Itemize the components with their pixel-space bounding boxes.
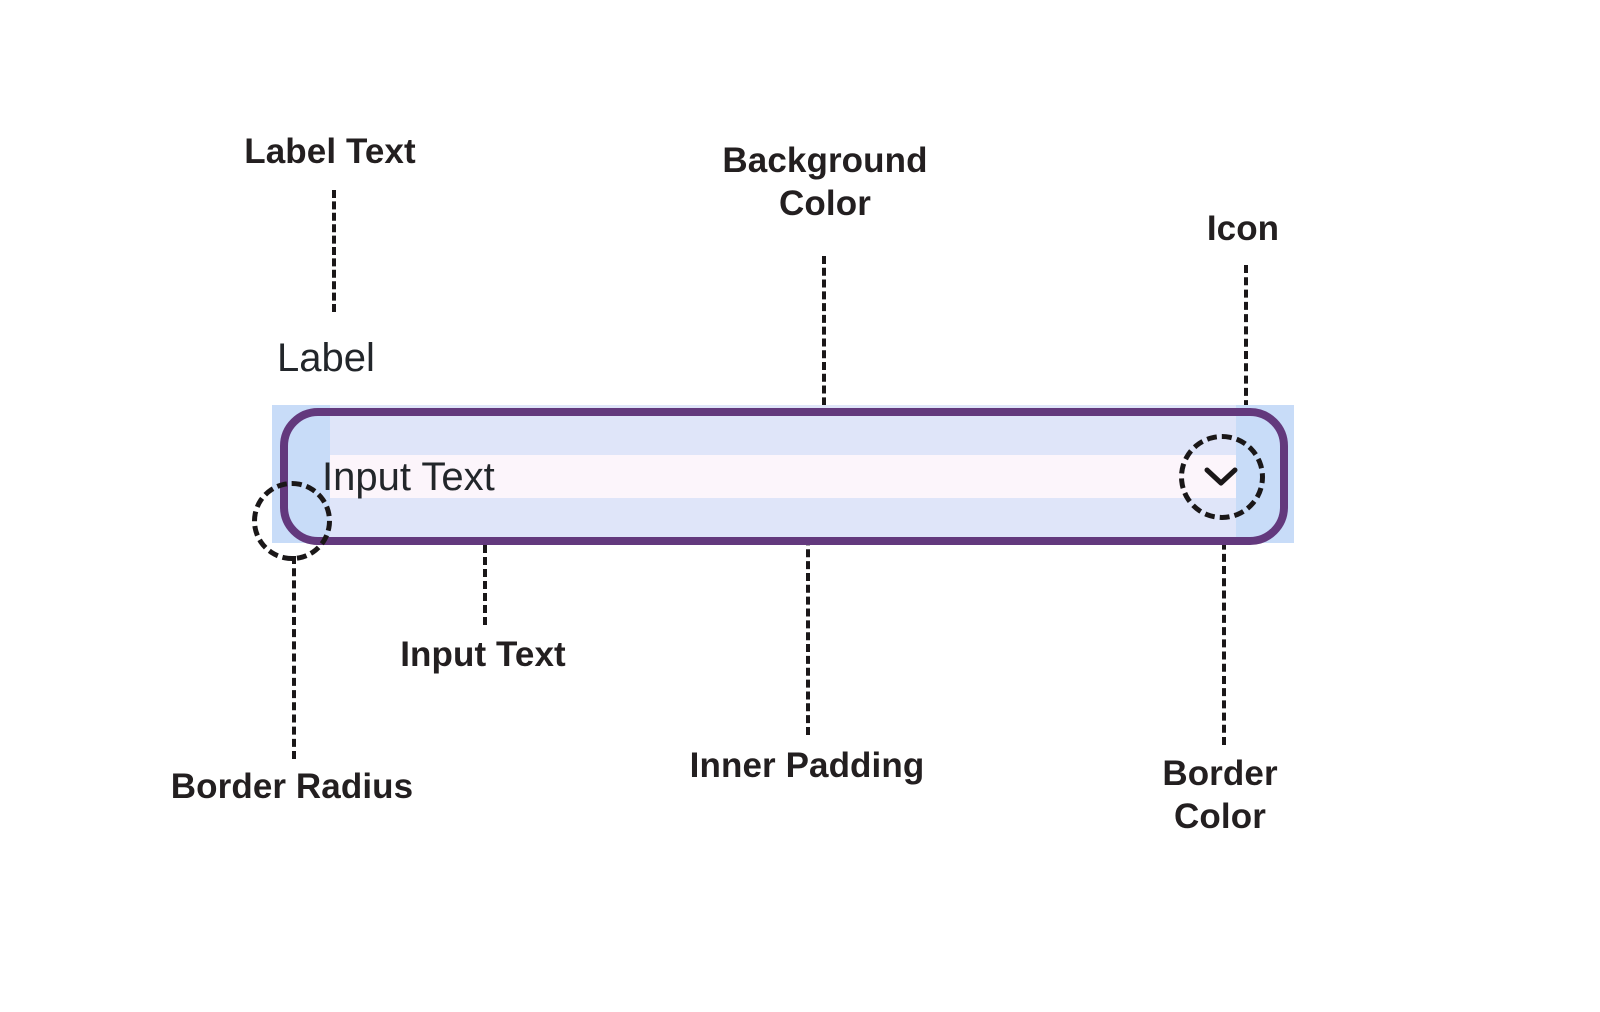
leader-line-label-text [332,190,336,312]
annotation-border-radius: Border Radius [170,767,414,806]
field-input-text[interactable]: Input Text [322,455,495,499]
callout-circle-icon [1179,434,1265,520]
field-background-region [330,455,1236,498]
field-label: Label [277,336,375,380]
callout-circle-border-radius [252,481,332,561]
leader-line-inner-padding [806,490,810,735]
leader-line-background-color [822,256,826,476]
annotation-background-color: Background Color [722,141,928,223]
annotation-icon: Icon [1206,209,1280,248]
annotation-border-color: Border Color [1162,754,1278,836]
annotation-label-text: Label Text [244,132,416,171]
leader-line-icon [1244,265,1248,445]
annotation-inner-padding: Inner Padding [689,746,925,785]
annotation-input-text: Input Text [400,635,566,674]
leader-line-input-text [483,545,487,625]
leader-line-border-color [1222,505,1226,745]
padding-band-bottom [330,498,1236,543]
leader-line-border-radius [292,556,296,759]
padding-band-top [330,405,1236,455]
